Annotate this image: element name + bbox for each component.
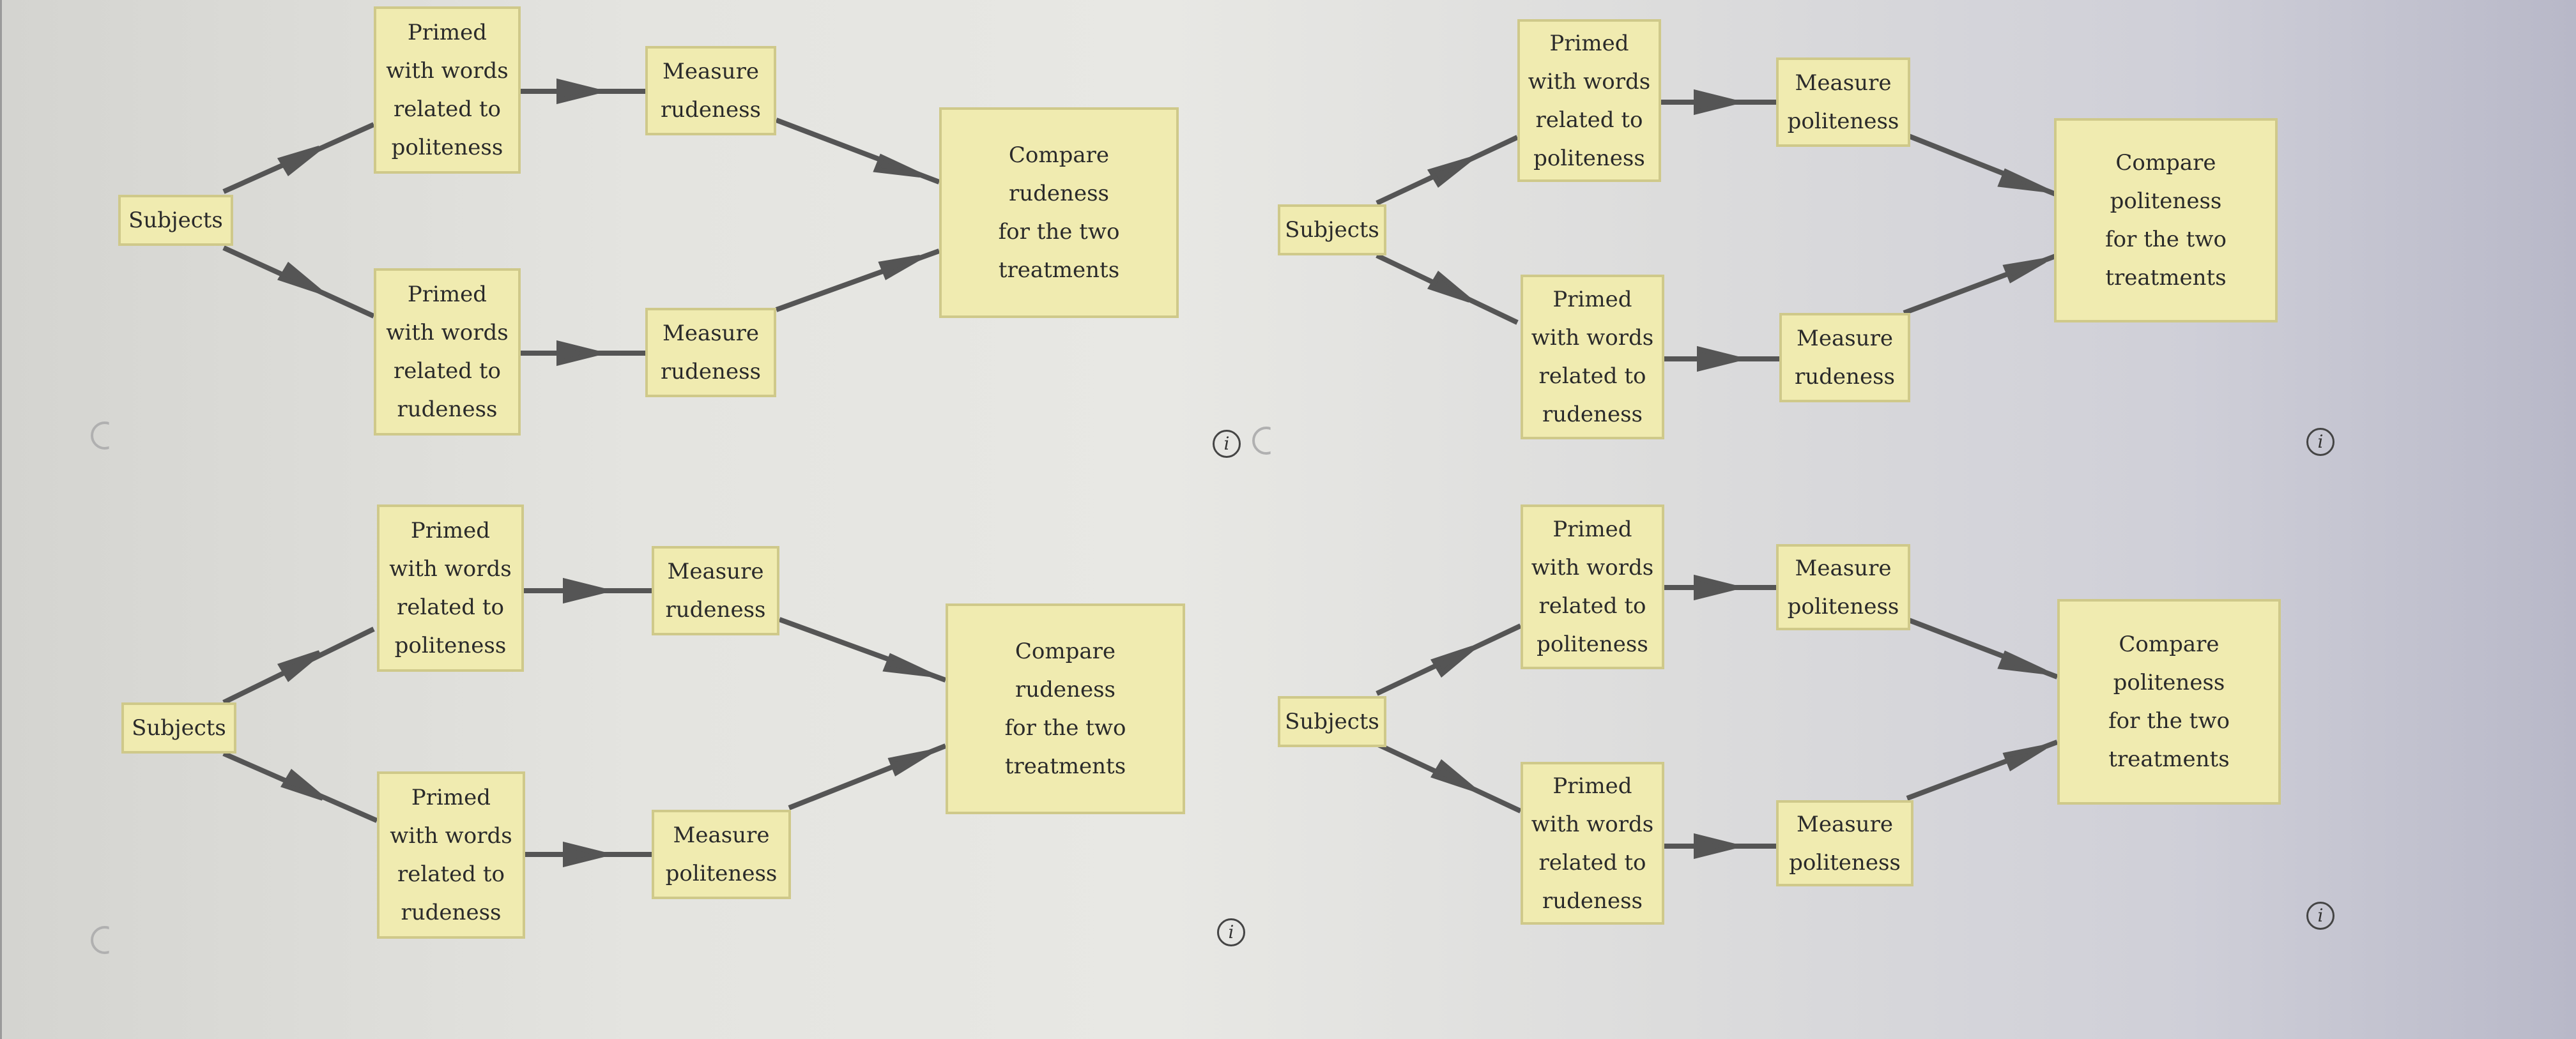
treatment-rudeness-box: Primed with words related to rudeness xyxy=(377,771,525,939)
measure-bottom-box: Measure rudeness xyxy=(645,308,776,397)
compare-box: Compare rudeness for the two treatments xyxy=(939,107,1179,318)
info-icon[interactable]: i xyxy=(1217,918,1245,946)
subjects-box: Subjects xyxy=(121,702,236,754)
info-icon[interactable]: i xyxy=(2306,428,2334,456)
treatment-rudeness-box: Primed with words related to rudeness xyxy=(1521,762,1664,925)
treatment-politeness-box: Primed with words related to politeness xyxy=(1521,504,1664,669)
subjects-box: Subjects xyxy=(1278,204,1386,255)
measure-bottom-box: Measure politeness xyxy=(652,810,791,899)
measure-top-box: Measure rudeness xyxy=(645,46,776,135)
option-b-radio[interactable] xyxy=(1252,427,1271,455)
measure-bottom-box: Measure rudeness xyxy=(1779,313,1910,402)
treatment-politeness-box: Primed with words related to politeness xyxy=(1517,19,1661,182)
flow-arrows xyxy=(222,78,940,367)
option-a-radio[interactable] xyxy=(91,421,109,450)
subjects-box: Subjects xyxy=(118,195,233,246)
flow-arrows xyxy=(1376,89,2058,372)
subjects-box: Subjects xyxy=(1278,696,1386,747)
info-icon[interactable]: i xyxy=(1213,430,1241,458)
treatment-rudeness-box: Primed with words related to rudeness xyxy=(374,268,521,436)
answer-option-a: Subjects Primed with words related to po… xyxy=(0,0,1241,485)
compare-box: Compare politeness for the two treatment… xyxy=(2057,599,2281,805)
left-edge-divider xyxy=(0,0,2,1039)
treatment-politeness-box: Primed with words related to politeness xyxy=(374,6,521,174)
measure-top-box: Measure politeness xyxy=(1776,544,1910,630)
measure-bottom-box: Measure politeness xyxy=(1776,800,1913,886)
answer-option-d: Subjects Primed with words related to po… xyxy=(1156,504,2334,990)
compare-box: Compare politeness for the two treatment… xyxy=(2054,118,2278,322)
flow-arrows xyxy=(222,577,947,868)
info-icon[interactable]: i xyxy=(2306,902,2334,930)
measure-top-box: Measure rudeness xyxy=(652,546,779,635)
compare-box: Compare rudeness for the two treatments xyxy=(946,603,1185,814)
treatment-politeness-box: Primed with words related to politeness xyxy=(377,504,524,672)
measure-top-box: Measure politeness xyxy=(1776,57,1910,147)
answer-option-c: Subjects Primed with words related to po… xyxy=(0,504,1245,990)
option-c-radio[interactable] xyxy=(91,926,109,954)
answer-option-b: Subjects Primed with words related to po… xyxy=(1156,0,2334,485)
flow-arrows xyxy=(1376,574,2058,860)
treatment-rudeness-box: Primed with words related to rudeness xyxy=(1521,275,1664,439)
